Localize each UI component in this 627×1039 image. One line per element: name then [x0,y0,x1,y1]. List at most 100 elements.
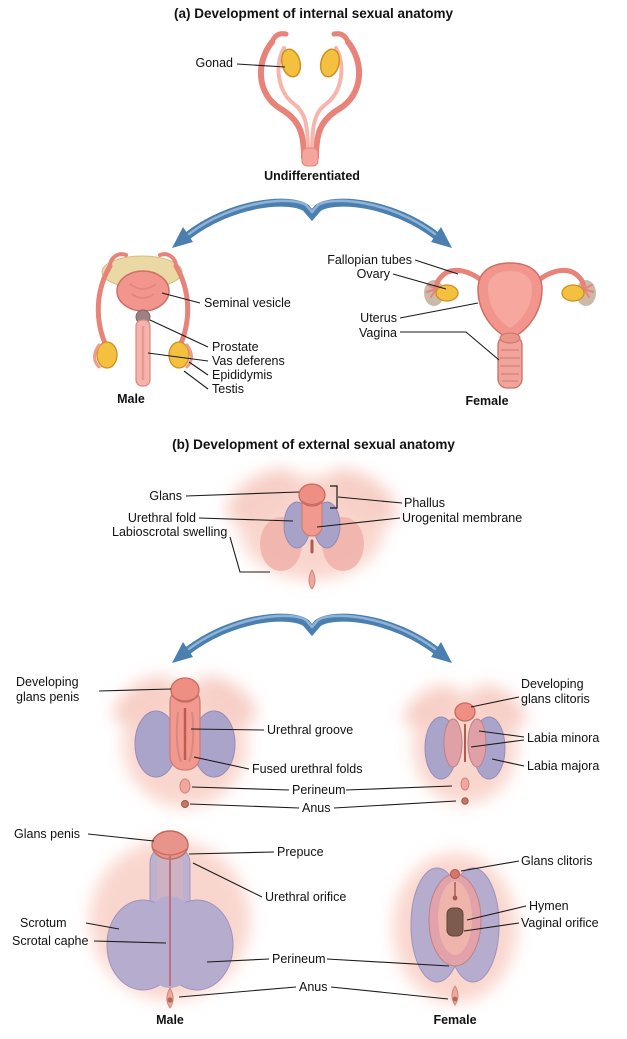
arrowhead-right [431,227,452,248]
vagina-shape [497,335,523,389]
leader-perineum-mat-left [206,958,270,963]
testis-left [96,341,118,369]
leader-developing-glans-penis [98,688,172,692]
leader-uterus [399,302,479,319]
leader-urogenital-membrane [316,517,401,528]
male-internal-title: Male [117,392,145,406]
testis-right [168,341,190,369]
labia-minora-left [443,718,463,768]
figure-undifferentiated-external [226,468,398,590]
urethral-orifice-label: Urethral orifice [265,890,347,904]
leader-perineum-dev-right [345,785,453,791]
branch-arrow-a [172,198,452,248]
figure-mature-male-external [90,830,250,1009]
gonad-label: Gonad [195,56,233,70]
gonad-left [280,48,302,78]
leader-vagina [400,331,500,361]
glans-clitoris-label: Glans clitoris [521,854,593,868]
seminal-vesicle-label: Seminal vesicle [204,296,291,310]
figure-male-internal [93,252,193,387]
vas-deferens-label: Vas deferens [212,354,285,368]
leader-glans-penis [87,833,155,842]
leader-prostate [149,319,209,348]
figure-female-internal [424,262,596,389]
leader-anus-dev-left [189,803,300,809]
leader-phallus [337,496,403,504]
uterus-label: Uterus [360,311,397,325]
anus-mature-label: Anus [299,980,328,994]
leader-seminal-vesicle [161,292,201,304]
leader-ovary [392,273,447,290]
leader-glans [185,491,300,497]
leader-labioscrotal-swelling [229,536,270,573]
arrowhead-right [431,642,452,663]
labia-majora-label: Labia majora [527,759,600,773]
figure-mature-female-external [393,853,517,1006]
developing-glans-penis-shape [170,677,200,703]
developing-glans-clitoris-shape [454,702,476,722]
leader-scrotal-raphe [93,940,167,944]
ovary-label: Ovary [356,267,390,281]
leader-fused-urethral-folds [193,756,250,770]
arrowhead-left [172,227,193,248]
urogenital-membrane-label: Urogenital membrane [402,511,523,525]
labia-minora-label: Labia minora [527,731,600,745]
leader-urethral-fold [198,517,294,522]
labia-minora-right [467,718,487,768]
leader-testis [183,370,209,390]
phallus-bracket [330,485,338,509]
vagina-label: Vagina [359,326,397,340]
leader-perineum-mat-right [326,958,450,967]
leader-perineum-dev-left [191,786,290,791]
leader-epididymis [188,361,209,376]
female-external-title: Female [433,1013,477,1027]
leader-prepuce [188,851,275,855]
ovary-right [561,284,585,302]
figure-undifferentiated-internal [258,31,362,167]
fallopian-tubes-label: Fallopian tubes [327,253,412,267]
leader-fallopian-tubes [414,259,459,275]
scrotal-raphe-label: Scrotal caphe [12,934,89,948]
scrotum-label: Scrotum [20,916,67,930]
perineum-mature-label: Perineum [272,952,326,966]
leader-developing-glans-clitoris [470,696,520,708]
glans-clitoris-shape [450,869,460,879]
leader-anus-mat-left [178,986,297,998]
fused-urethral-folds-label: Fused urethral folds [252,762,363,776]
leader-labia-minora-1 [478,730,525,738]
developing-glans-clitoris-label: Developing glans clitoris [521,677,590,706]
leader-urethral-groove [190,728,265,731]
leader-vaginal-orifice [463,922,520,932]
female-internal-title: Female [465,394,509,408]
anus-shape-male-dev [181,800,189,808]
prostate-label: Prostate [212,340,259,354]
leader-anus-mat-right [330,986,449,1000]
ovary-left [435,284,459,302]
leader-labia-minora-2 [470,739,525,748]
epididymis-label: Epididymis [212,368,273,382]
hymen-label: Hymen [529,899,569,913]
urethral-fold-label: Urethral fold [127,511,196,525]
urethral-groove-label: Urethral groove [267,723,354,737]
undifferentiated-label: Undifferentiated [264,169,360,183]
male-external-title: Male [156,1013,184,1027]
glans-penis-label: Glans penis [14,827,81,841]
figure-developing-male-external [113,676,257,808]
leader-urethral-orifice [192,862,263,898]
leader-scrotum [85,922,120,930]
figure-developing-female-external [403,684,527,805]
prepuce-label: Prepuce [277,845,324,859]
bladder [116,270,170,312]
testis-label: Testis [212,382,244,396]
leader-vas-deferens [147,352,209,362]
vaginal-orifice-shape [446,907,464,937]
section-b-title: (b) Development of external sexual anato… [172,437,455,452]
phallus-label: Phallus [404,496,445,510]
glans-label: Glans [149,489,182,503]
perineum-developing-label: Perineum [292,783,346,797]
anus-shape-female-dev [461,797,469,805]
leader-gonad [236,63,286,68]
anus-developing-label: Anus [302,801,331,815]
leader-anus-dev-right [333,800,457,809]
